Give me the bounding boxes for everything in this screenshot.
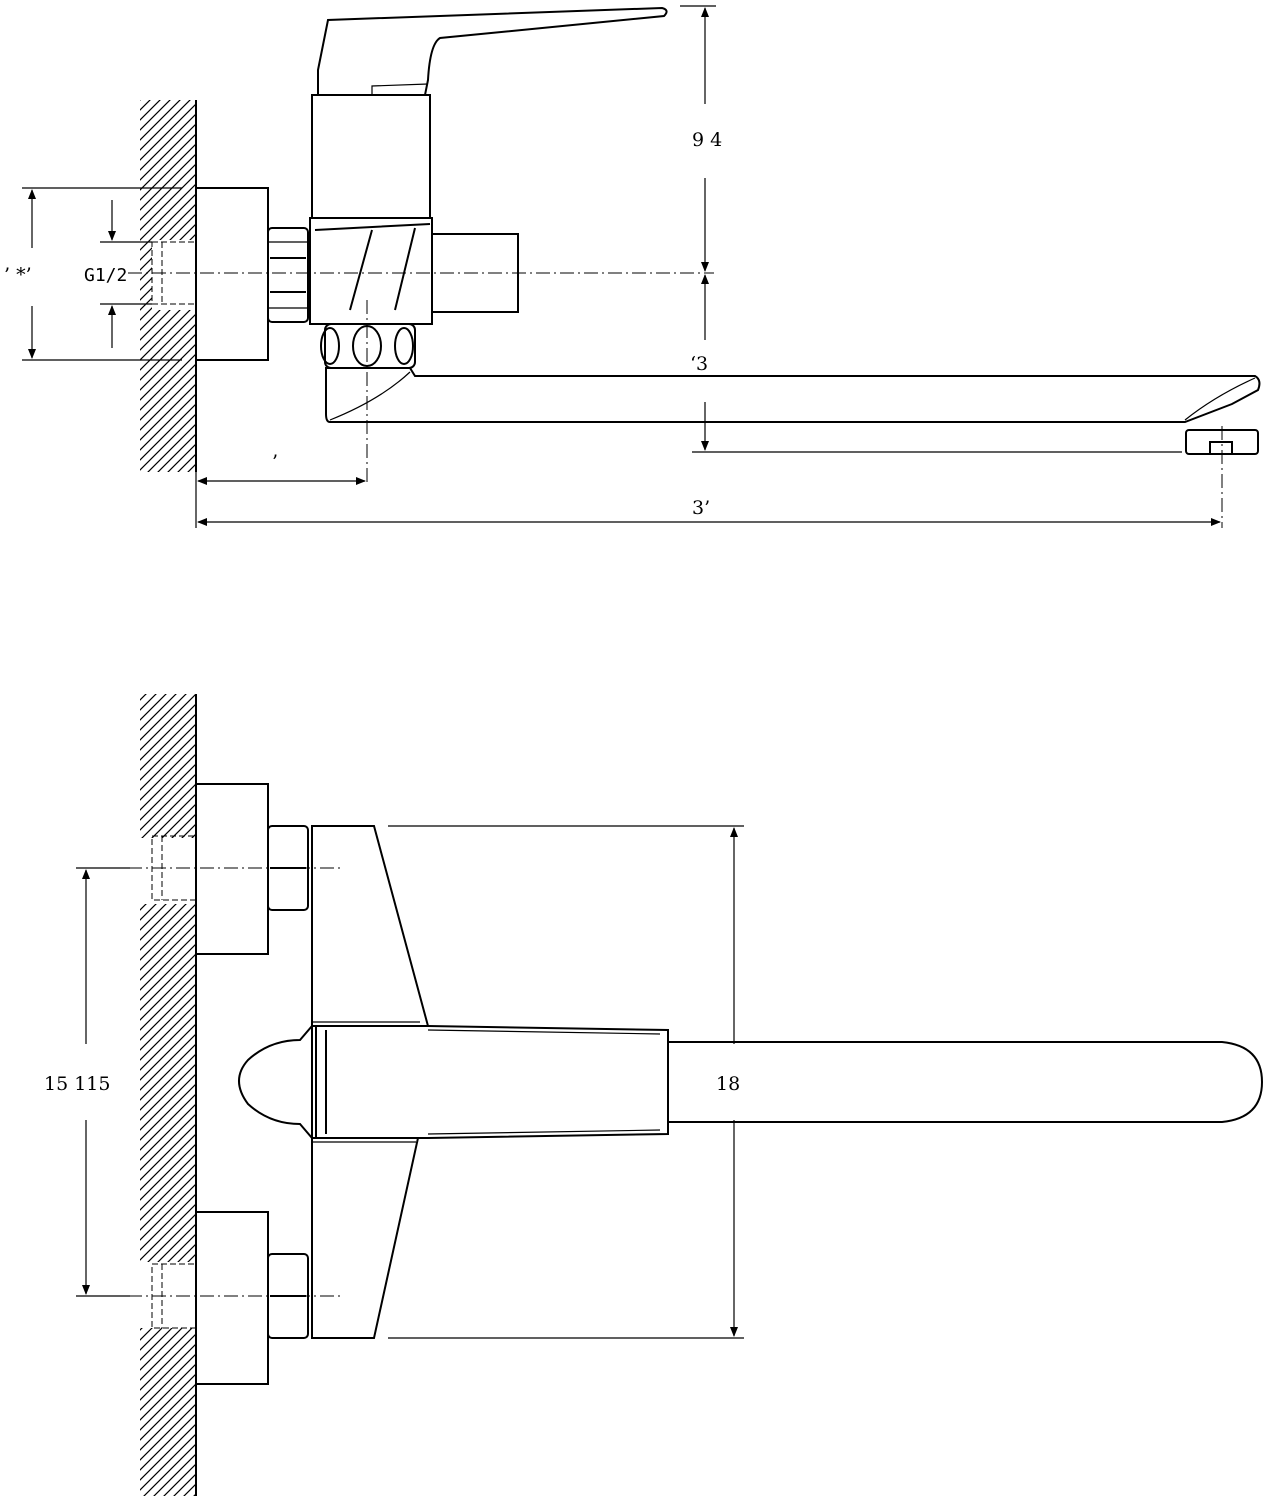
thread-label: G1/2 [84, 265, 127, 286]
cartridge-housing [311, 94, 431, 219]
lower-inlet [151, 1211, 309, 1385]
wall-section-top [140, 100, 197, 472]
spout [325, 367, 1261, 423]
spout-top [667, 1041, 1264, 1123]
top-view: 15 115 18 [44, 694, 1264, 1496]
dim-offset: ’ [195, 451, 366, 528]
wall-section-bottom [140, 694, 197, 1496]
dim-label-flange-height: ’ *’ [4, 264, 32, 286]
swivel-collar [320, 323, 416, 369]
dim-label-body-height: 18 [716, 1073, 740, 1095]
dim-label-offset: ’ [272, 451, 278, 473]
dim-label-height: 9 4 [692, 129, 722, 151]
dim-label-spout-drop: ‘3 [690, 353, 708, 375]
dim-flange-height: ’ *’ [4, 187, 182, 361]
dim-label-inlet-spacing: 15 115 [44, 1073, 110, 1095]
connector-body [238, 825, 430, 1339]
wall-flange [195, 187, 269, 361]
side-view: ’ *’ G1/2 9 4 ‘3 ’ [4, 5, 1261, 528]
dim-body-height: 18 [716, 827, 740, 1337]
dim-total-length: 3’ [197, 497, 1221, 526]
lever-handle [317, 6, 668, 96]
mixer-block-top [315, 1025, 669, 1139]
hex-nut [267, 227, 309, 323]
upper-inlet [151, 783, 309, 955]
dim-spout-drop: ‘3 [690, 274, 1182, 453]
dim-inlet-spacing: 15 115 [44, 869, 110, 1295]
dim-label-total-length: 3’ [692, 497, 710, 519]
dim-height: 9 4 [680, 5, 722, 272]
dim-thread: G1/2 [84, 200, 152, 348]
